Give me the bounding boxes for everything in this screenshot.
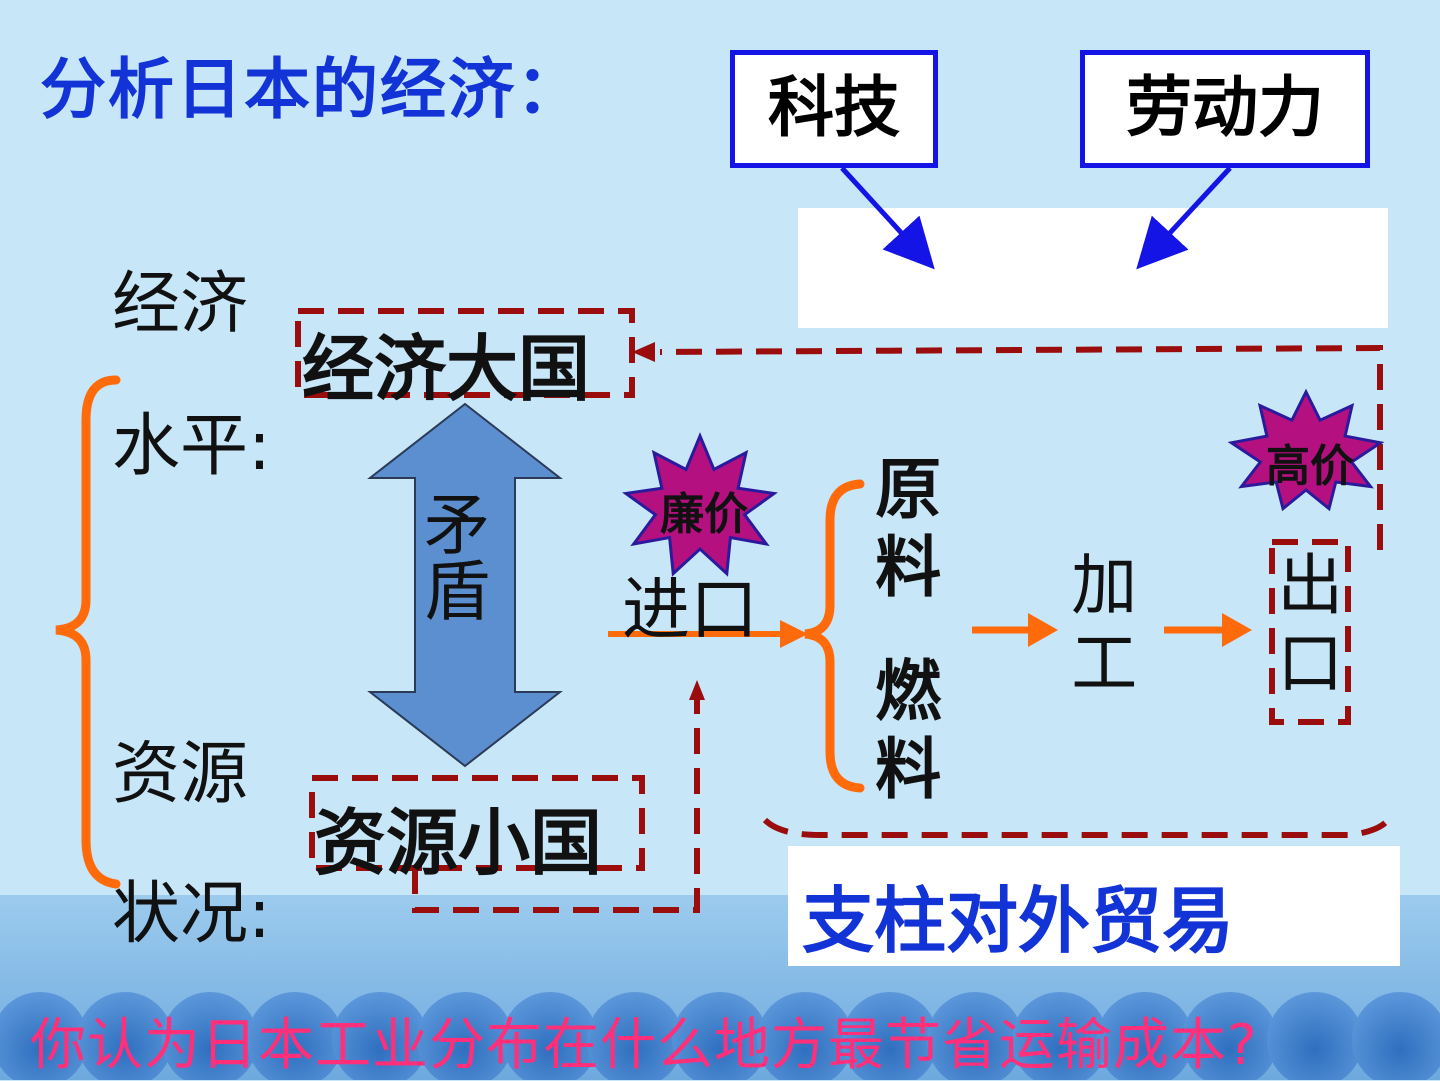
export-label: 出口 bbox=[1266, 550, 1344, 706]
import-arrow-head bbox=[780, 620, 808, 648]
econ-power-label: 经济大国 bbox=[302, 327, 591, 411]
resource-small-dashed-box bbox=[309, 775, 645, 871]
tech-arrow bbox=[840, 166, 935, 270]
contradiction-label: 矛盾 bbox=[413, 490, 490, 622]
econ-level-label-1: 经济 bbox=[112, 265, 249, 344]
trade-loop-dashed bbox=[659, 344, 1395, 838]
labor-arrow bbox=[1136, 166, 1232, 270]
export-arrow-head bbox=[1222, 613, 1252, 647]
labor-box: 劳动力 bbox=[1080, 50, 1370, 168]
trade-box bbox=[788, 846, 1400, 966]
export-dashed-box bbox=[1269, 539, 1351, 725]
left-brace bbox=[55, 375, 121, 889]
cheap-label: 廉价 bbox=[660, 489, 748, 540]
wave-decoration bbox=[0, 992, 1440, 1080]
resource-to-import-dashed bbox=[412, 690, 700, 913]
import-arrowhead bbox=[689, 680, 705, 700]
processing-label: 加工 bbox=[1060, 550, 1138, 706]
right-brace bbox=[804, 479, 865, 793]
resource-label-2: 状况: bbox=[112, 875, 271, 954]
high-price-star bbox=[1227, 388, 1385, 512]
resource-label-1: 资源 bbox=[112, 735, 249, 814]
process-arrow-head bbox=[1028, 613, 1058, 647]
trade-label: 支柱对外贸易 bbox=[802, 879, 1235, 963]
raw-material-label: 原料 bbox=[864, 454, 942, 610]
econ-level-label-2: 水平: bbox=[112, 407, 271, 486]
high-price-label: 高价 bbox=[1266, 441, 1354, 492]
cheap-star bbox=[622, 432, 778, 577]
tech-box: 科技 bbox=[730, 50, 938, 168]
fuel-label: 燃料 bbox=[864, 656, 942, 812]
econ-power-dashed-box bbox=[295, 308, 635, 398]
econ-power-arrowhead bbox=[632, 342, 655, 362]
question-text: 你认为日本工业分布在什么地方最节省运输成本? bbox=[30, 1013, 1258, 1078]
import-label: 进口 bbox=[622, 571, 759, 650]
resource-small-label: 资源小国 bbox=[314, 801, 603, 885]
page-title: 分析日本的经济： bbox=[40, 51, 584, 128]
contradiction-double-arrow bbox=[367, 402, 563, 768]
